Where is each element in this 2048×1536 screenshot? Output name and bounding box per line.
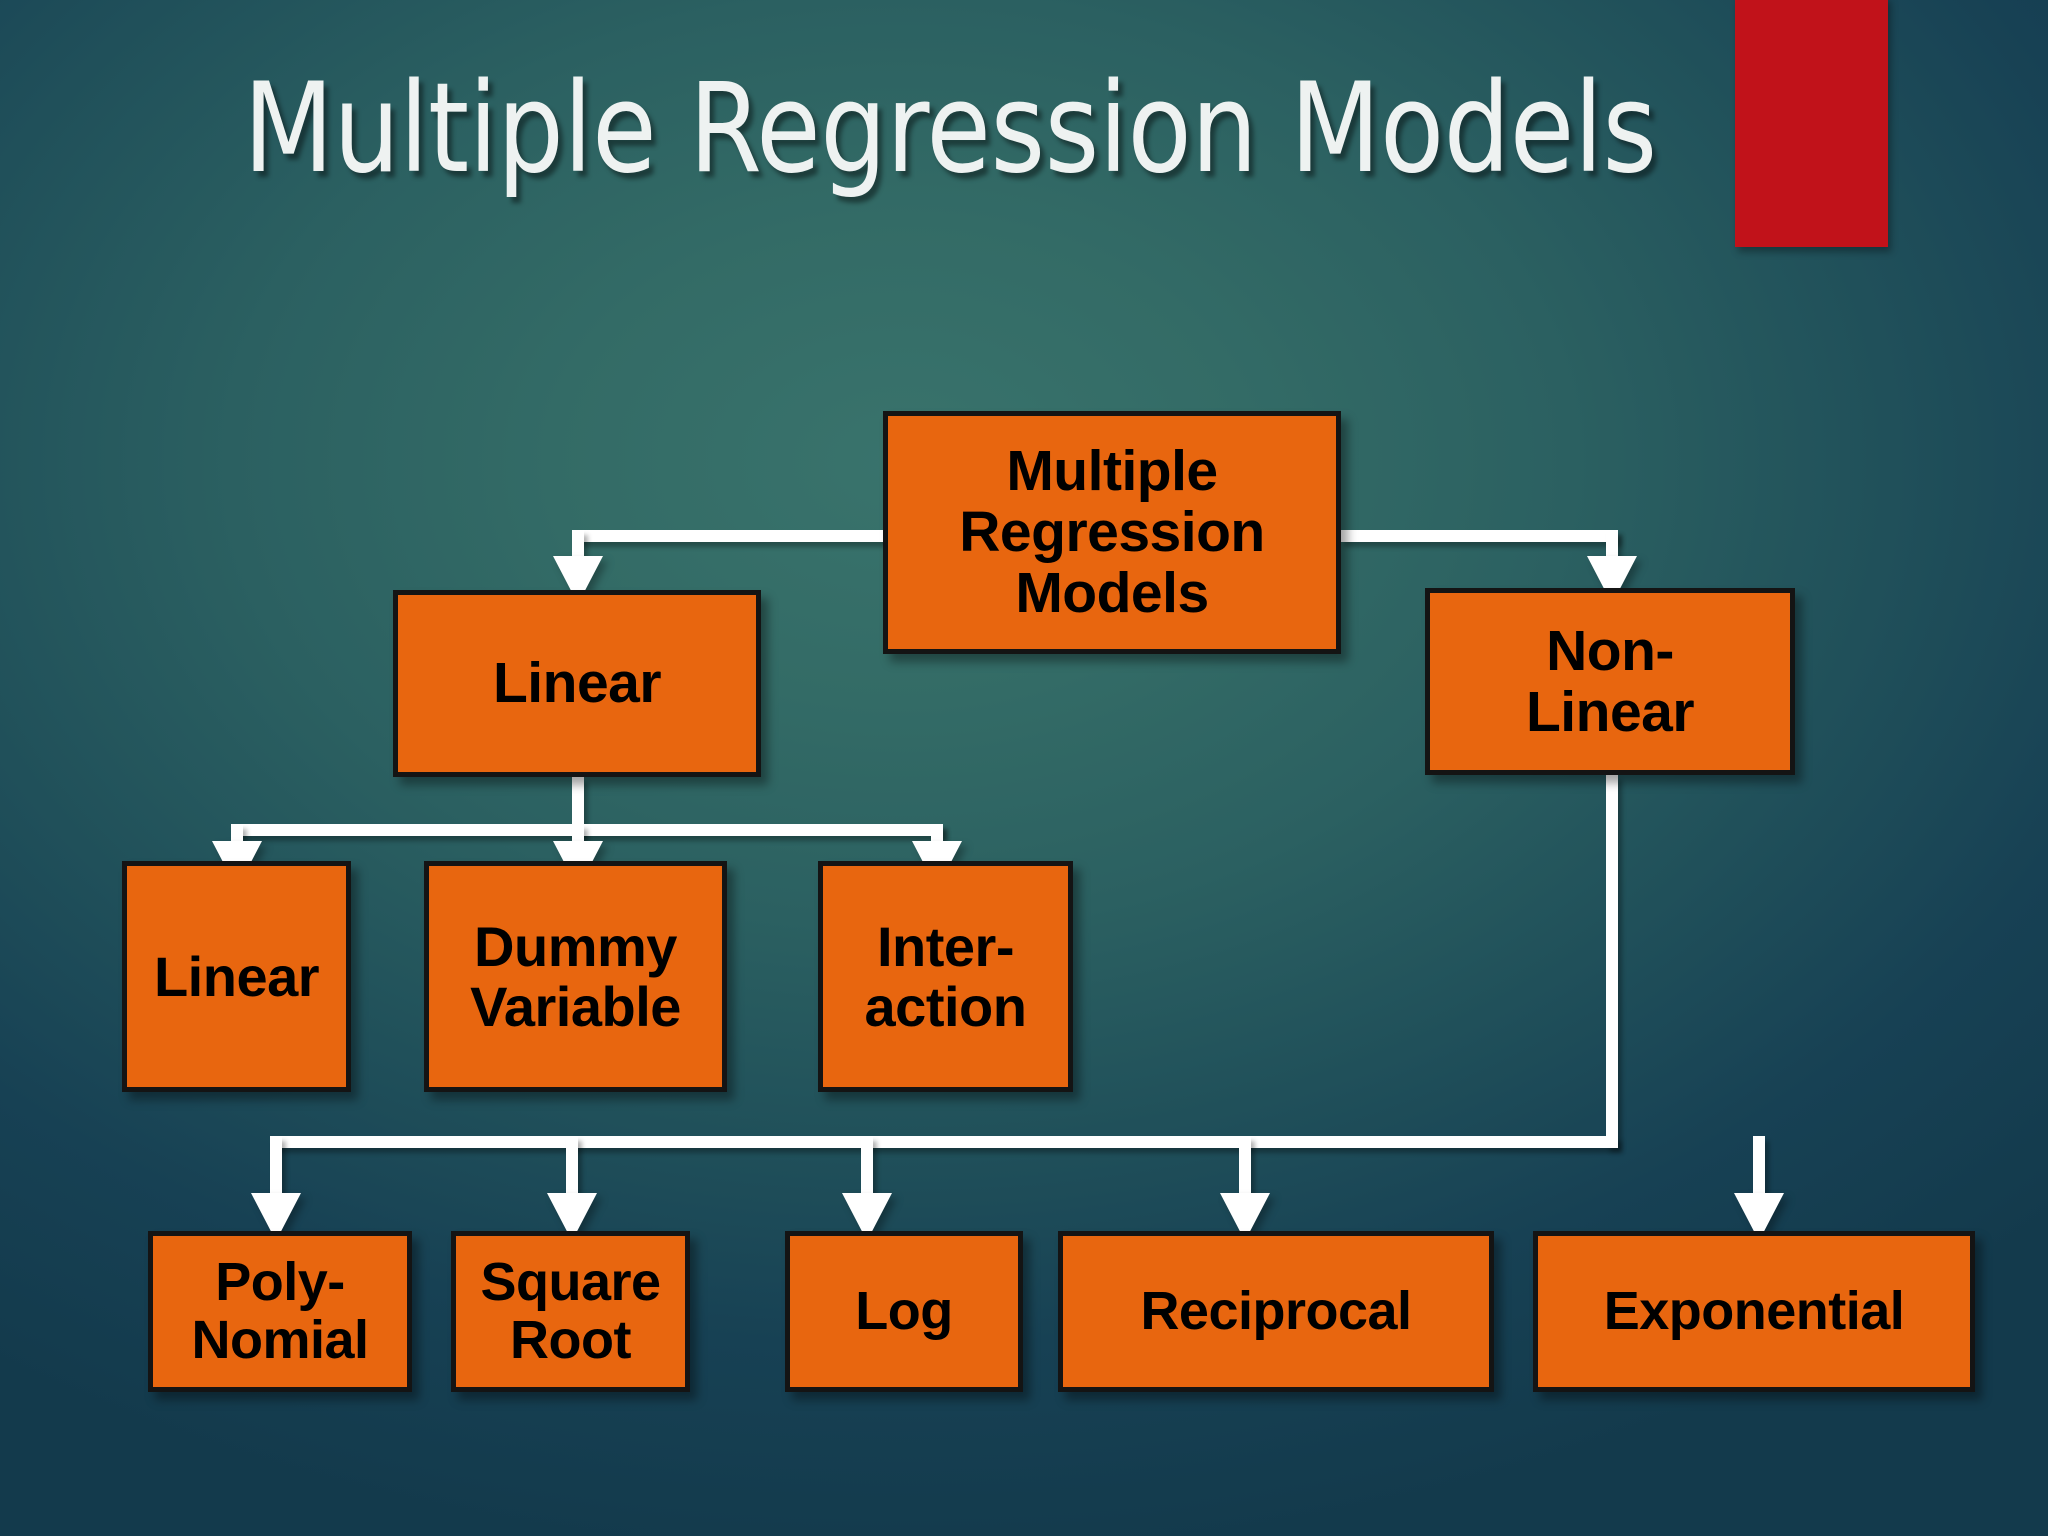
page-title: Multiple Regression Models xyxy=(243,57,1657,201)
node-square-root[interactable]: Square Root xyxy=(451,1231,690,1392)
connector-nonlinear-to-log xyxy=(861,1136,873,1204)
connector-nonlinear-to-reciprocal xyxy=(1239,1136,1251,1204)
connector-root-to-linear-horizontal xyxy=(572,530,892,542)
node-linear[interactable]: Linear xyxy=(393,590,761,777)
node-poly-nomial[interactable]: Poly- Nomial xyxy=(148,1231,412,1392)
connector-nonlinear-children-bus xyxy=(270,1136,1618,1148)
node-linear-leaf[interactable]: Linear xyxy=(122,861,351,1092)
connector-linear-children-bus xyxy=(231,824,943,836)
node-dummy-variable[interactable]: Dummy Variable xyxy=(424,861,727,1092)
node-non-linear[interactable]: Non- Linear xyxy=(1425,588,1795,775)
connector-nonlinear-to-squareroot xyxy=(566,1136,578,1204)
red-accent-bar xyxy=(1735,0,1888,247)
connector-root-to-nonlinear-horizontal xyxy=(1340,530,1618,542)
node-interaction[interactable]: Inter- action xyxy=(818,861,1073,1092)
node-reciprocal[interactable]: Reciprocal xyxy=(1058,1231,1494,1392)
node-log[interactable]: Log xyxy=(785,1231,1023,1392)
node-root-multiple-regression-models[interactable]: Multiple Regression Models xyxy=(883,411,1341,654)
node-exponential[interactable]: Exponential xyxy=(1533,1231,1975,1392)
connector-linear-dropline xyxy=(572,777,584,835)
connector-nonlinear-dropline xyxy=(1606,775,1618,1147)
connector-nonlinear-to-polynomial xyxy=(270,1136,282,1204)
connector-nonlinear-to-exponential xyxy=(1753,1136,1765,1204)
